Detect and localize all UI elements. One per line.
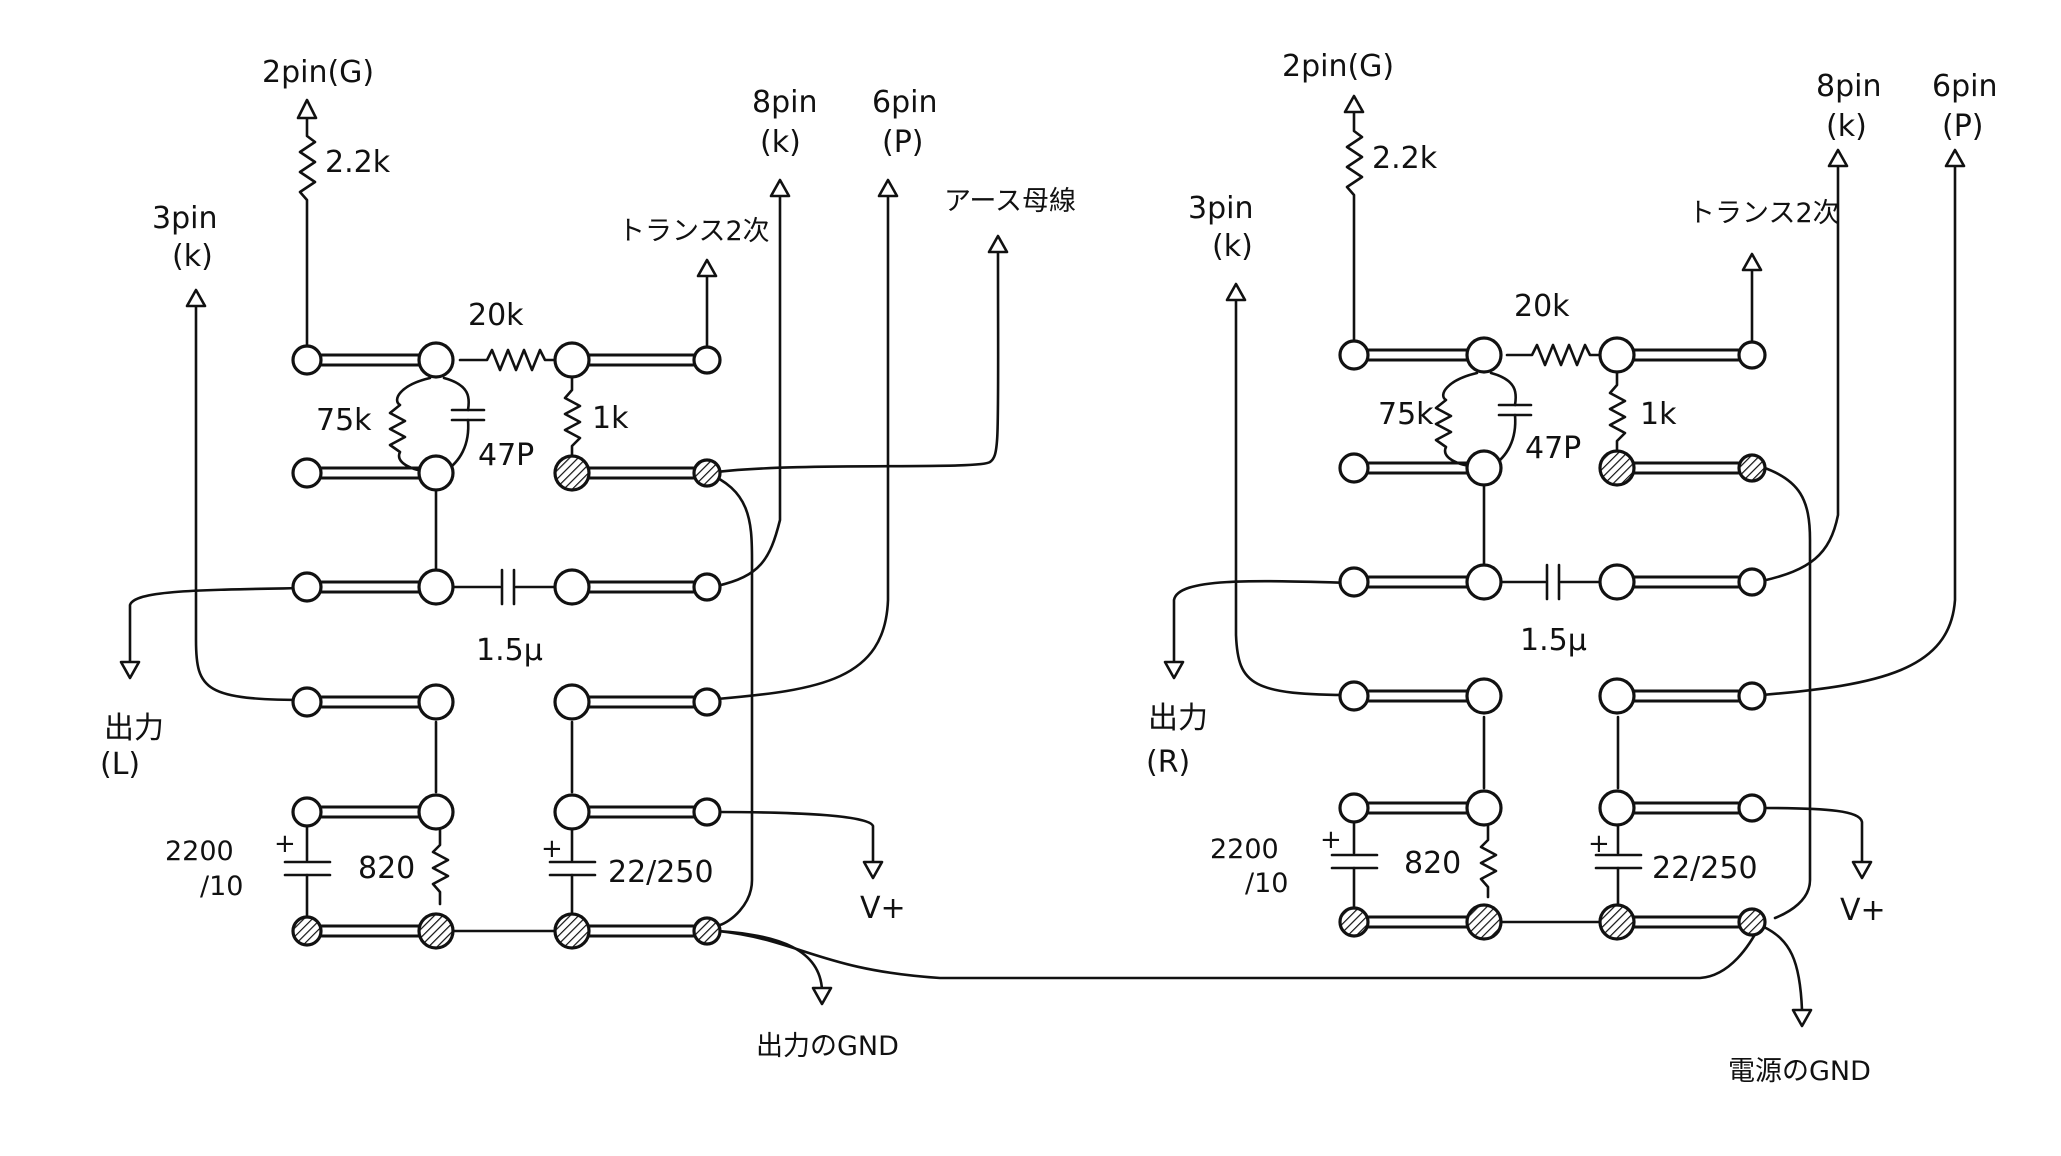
- left-label-1k: 1k: [592, 401, 629, 436]
- right-label-power-gnd: 電源のGND: [1728, 1056, 1871, 1087]
- right-label-plus-22: +: [1588, 829, 1610, 859]
- left-label-22-250: 22/250: [608, 855, 714, 890]
- right-labels: 2pin(G) 3pin (k) 8pin (k) 6pin (P) 2.2k …: [1146, 49, 1997, 1087]
- left-label-1-5u: 1.5μ: [476, 633, 543, 668]
- left-label-6pin-sub: (P): [882, 125, 924, 160]
- right-label-3pin-sub: (k): [1212, 229, 1253, 264]
- right-label-6pin-sub: (P): [1942, 109, 1984, 144]
- left-label-output-gnd: 出力のGND: [756, 1031, 899, 1062]
- right-arrows: [1163, 94, 1966, 1028]
- left-label-plus-22: +: [541, 834, 563, 864]
- right-label-8pin: 8pin: [1816, 69, 1881, 104]
- left-label-8pin: 8pin: [752, 85, 817, 120]
- left-label-3pin-sub: (k): [172, 239, 213, 274]
- left-label-2200-v: /10: [200, 871, 243, 902]
- left-label-6pin: 6pin: [872, 85, 937, 120]
- right-label-75k: 75k: [1378, 397, 1434, 432]
- right-wiring: [1172, 103, 1957, 1012]
- right-label-20k: 20k: [1514, 289, 1570, 324]
- right-label-vplus: V+: [1840, 893, 1886, 928]
- left-label-earth-bus: アース母線: [944, 186, 1076, 217]
- left-label-3pin: 3pin: [152, 201, 217, 236]
- right-label-820: 820: [1404, 846, 1461, 881]
- left-label-2200: 2200: [165, 836, 234, 867]
- left-label-output: 出力: [104, 711, 164, 746]
- right-label-output-ch: (R): [1146, 745, 1190, 780]
- left-labels: 2pin(G) 3pin (k) 8pin (k) 6pin (P) 2.2k …: [100, 55, 1076, 1062]
- left-label-2-2k: 2.2k: [325, 145, 391, 180]
- left-label-vplus: V+: [860, 891, 906, 926]
- left-label-trans: トランス2次: [618, 216, 770, 247]
- right-label-2pin: 2pin(G): [1282, 49, 1394, 84]
- right-label-trans: トランス2次: [1688, 198, 1840, 229]
- right-label-2-2k: 2.2k: [1372, 141, 1438, 176]
- left-label-820: 820: [358, 851, 415, 886]
- right-label-6pin: 6pin: [1932, 69, 1997, 104]
- left-channel-board: 2pin(G) 3pin (k) 8pin (k) 6pin (P) 2.2k …: [100, 55, 1762, 1062]
- right-label-22-250: 22/250: [1652, 851, 1758, 886]
- left-label-2pin: 2pin(G): [262, 55, 374, 90]
- left-label-output-ch: (L): [100, 747, 140, 782]
- right-label-8pin-sub: (k): [1826, 109, 1867, 144]
- right-pads: [1338, 336, 1767, 941]
- right-channel-board: 2pin(G) 3pin (k) 8pin (k) 6pin (P) 2.2k …: [1146, 49, 1997, 1087]
- right-label-output: 出力: [1148, 701, 1208, 736]
- left-arrows: [119, 98, 1009, 1006]
- right-label-1k: 1k: [1640, 397, 1677, 432]
- right-label-2200: 2200: [1210, 834, 1279, 865]
- right-label-plus-2200: +: [1320, 825, 1342, 855]
- right-label-3pin: 3pin: [1188, 191, 1253, 226]
- left-label-75k: 75k: [316, 403, 372, 438]
- left-label-47p: 47P: [478, 438, 534, 473]
- left-label-20k: 20k: [468, 298, 524, 333]
- left-label-8pin-sub: (k): [760, 125, 801, 160]
- right-label-2200-v: /10: [1245, 868, 1288, 899]
- right-label-1-5u: 1.5μ: [1520, 623, 1587, 658]
- left-label-plus-2200: +: [274, 829, 296, 859]
- right-label-47p: 47P: [1525, 431, 1581, 466]
- left-pads: [291, 341, 722, 950]
